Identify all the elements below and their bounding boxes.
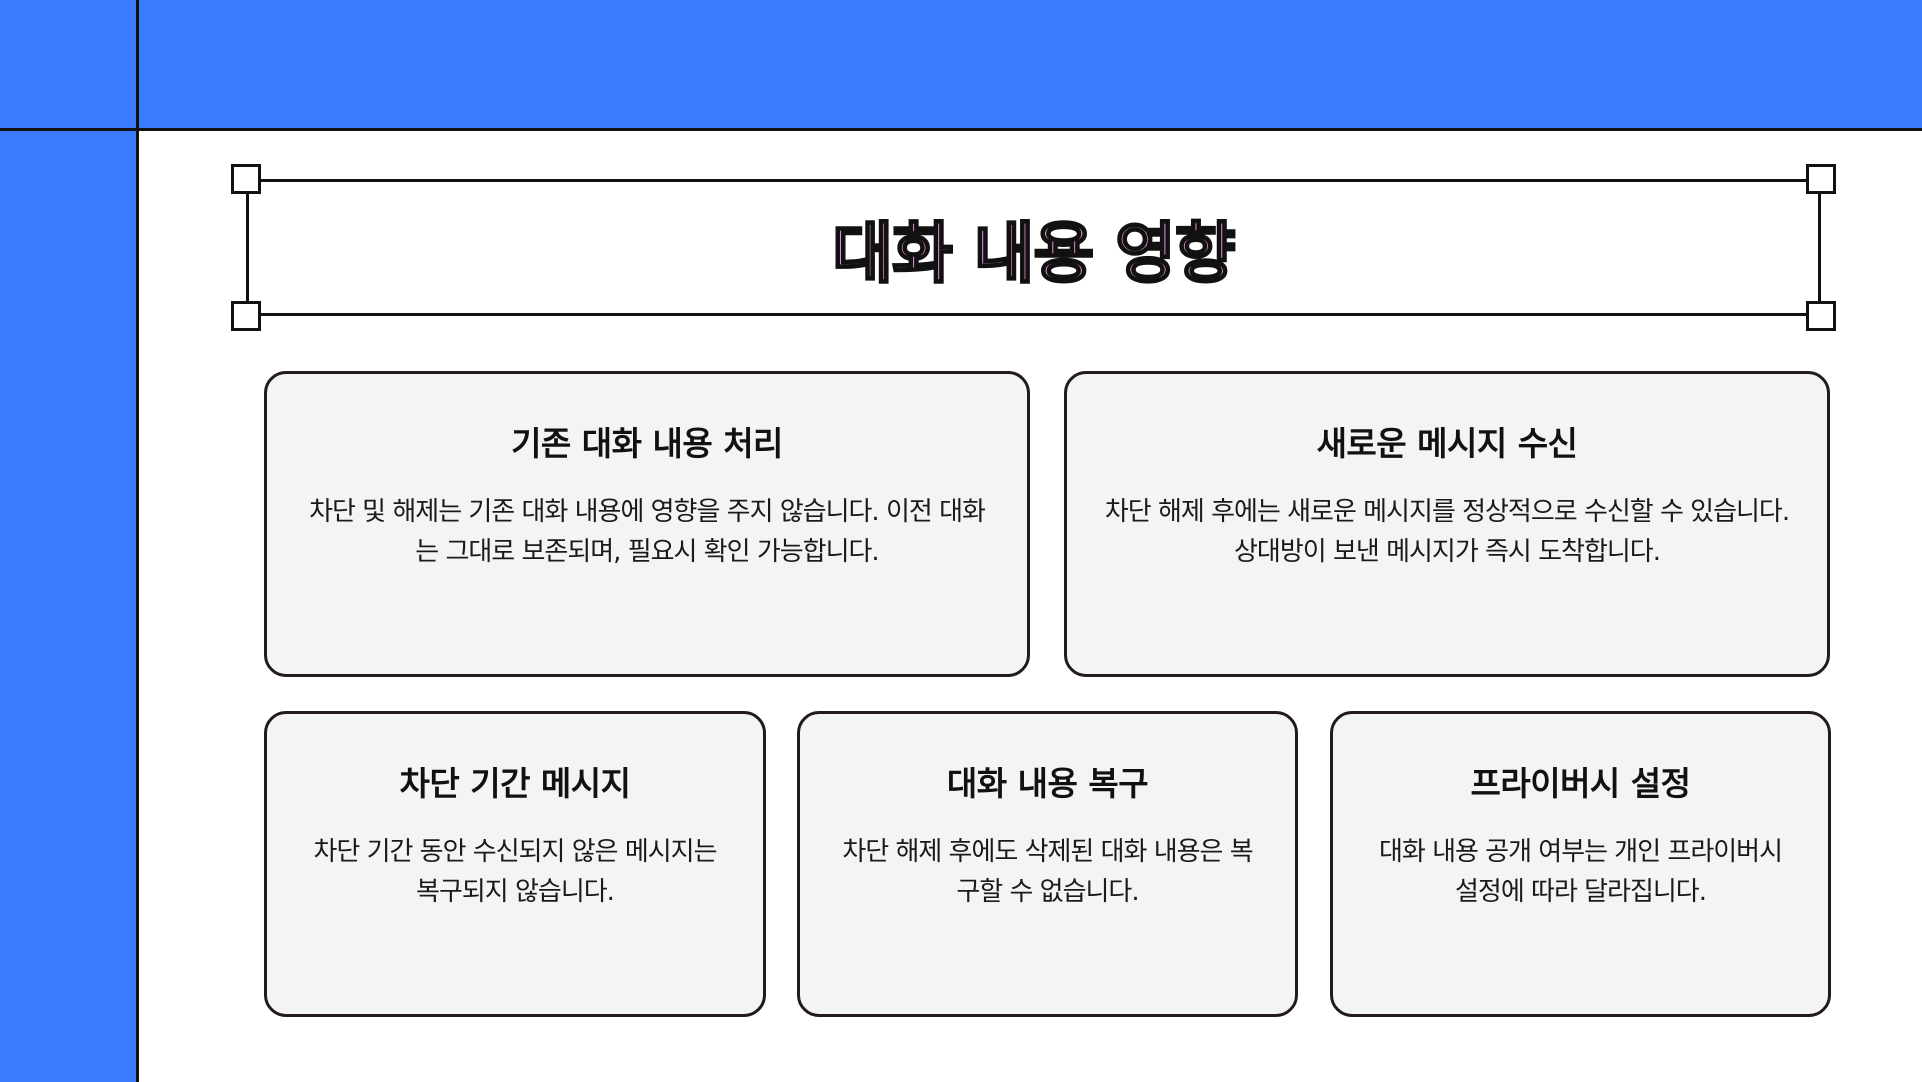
title-frame-handle-bottom-left[interactable]: [231, 301, 261, 331]
card-privacy-settings: 프라이버시 설정 대화 내용 공개 여부는 개인 프라이버시 설정에 따라 달라…: [1330, 711, 1831, 1017]
top-color-band: [0, 0, 1922, 131]
card-heading: 새로운 메시지 수신: [1316, 424, 1578, 463]
title-frame: 대화 내용 영향: [246, 179, 1821, 316]
title-frame-handle-top-right[interactable]: [1806, 164, 1836, 194]
card-body: 차단 해제 후에도 삭제된 대화 내용은 복구할 수 없습니다.: [842, 837, 1253, 907]
card-existing-conversation: 기존 대화 내용 처리 차단 및 해제는 기존 대화 내용에 영향을 주지 않습…: [264, 371, 1030, 677]
title-frame-handle-bottom-right[interactable]: [1806, 301, 1836, 331]
card-heading: 대화 내용 복구: [946, 764, 1149, 803]
card-body: 차단 해제 후에는 새로운 메시지를 정상적으로 수신할 수 있습니다. 상대방…: [1104, 497, 1790, 567]
card-conversation-recovery: 대화 내용 복구 차단 해제 후에도 삭제된 대화 내용은 복구할 수 없습니다…: [797, 711, 1298, 1017]
card-body: 차단 및 해제는 기존 대화 내용에 영향을 주지 않습니다. 이전 대화는 그…: [309, 497, 986, 567]
slide-title: 대화 내용 영향: [831, 213, 1237, 293]
card-body: 차단 기간 동안 수신되지 않은 메시지는 복구되지 않습니다.: [313, 837, 717, 907]
card-body: 대화 내용 공개 여부는 개인 프라이버시 설정에 따라 달라집니다.: [1378, 837, 1783, 907]
card-heading: 프라이버시 설정: [1470, 764, 1691, 803]
title-frame-handle-top-left[interactable]: [231, 164, 261, 194]
card-heading: 기존 대화 내용 처리: [511, 424, 783, 463]
left-color-band: [0, 0, 139, 1082]
card-heading: 차단 기간 메시지: [399, 764, 632, 803]
card-block-period-messages: 차단 기간 메시지 차단 기간 동안 수신되지 않은 메시지는 복구되지 않습니…: [264, 711, 766, 1017]
card-new-message-receipt: 새로운 메시지 수신 차단 해제 후에는 새로운 메시지를 정상적으로 수신할 …: [1064, 371, 1830, 677]
